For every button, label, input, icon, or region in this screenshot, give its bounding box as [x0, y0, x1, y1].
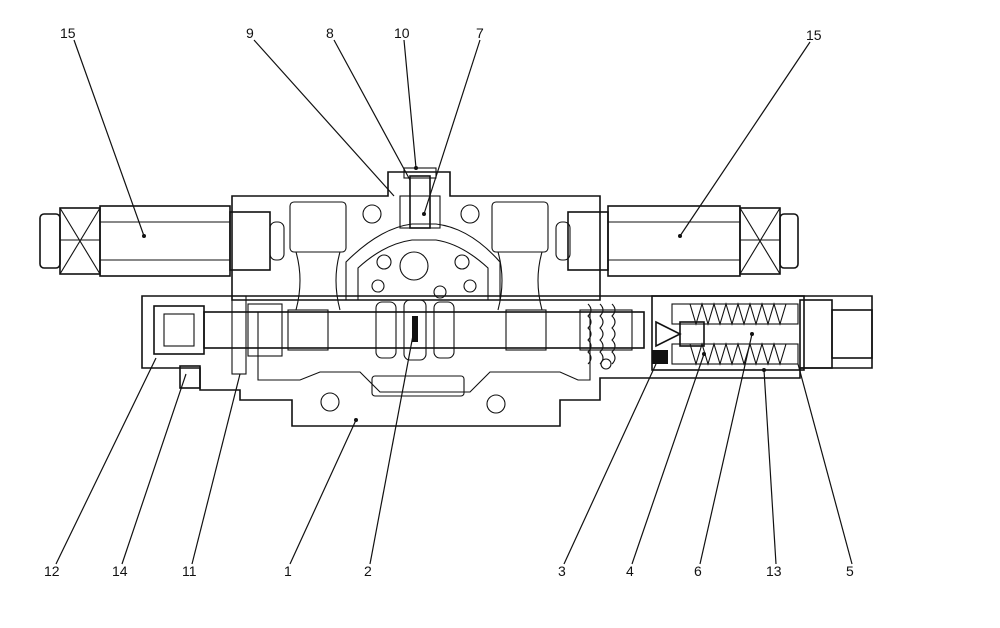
- callout-8: 8: [326, 25, 334, 41]
- callout-7: 7: [476, 25, 484, 41]
- callout-4: 4: [626, 563, 634, 579]
- callout-15-right: 15: [806, 27, 822, 43]
- callout-14: 14: [112, 563, 128, 579]
- leader-lines: [55, 39, 853, 565]
- callout-15-left: 15: [60, 25, 76, 41]
- callout-3: 3: [558, 563, 566, 579]
- right-spring-chamber: [651, 295, 873, 371]
- callout-10: 10: [394, 25, 410, 41]
- callout-13: 13: [766, 563, 782, 579]
- callout-2: 2: [364, 563, 372, 579]
- callout-5: 5: [846, 563, 854, 579]
- callout-9: 9: [246, 25, 254, 41]
- leader-dots: [142, 166, 766, 422]
- solenoid-right: [555, 205, 799, 277]
- callout-11: 11: [182, 563, 197, 579]
- callout-6: 6: [694, 563, 702, 579]
- spool: [203, 299, 645, 365]
- left-end-cap: [153, 295, 247, 389]
- callout-12: 12: [44, 563, 60, 579]
- callout-1: 1: [284, 563, 292, 579]
- valve-body: [141, 167, 873, 427]
- callout-labels: 15 9 8 10 7 15 12 14 11 1 2 3 4 6 13 5: [44, 25, 854, 579]
- solenoid-left: [39, 205, 285, 277]
